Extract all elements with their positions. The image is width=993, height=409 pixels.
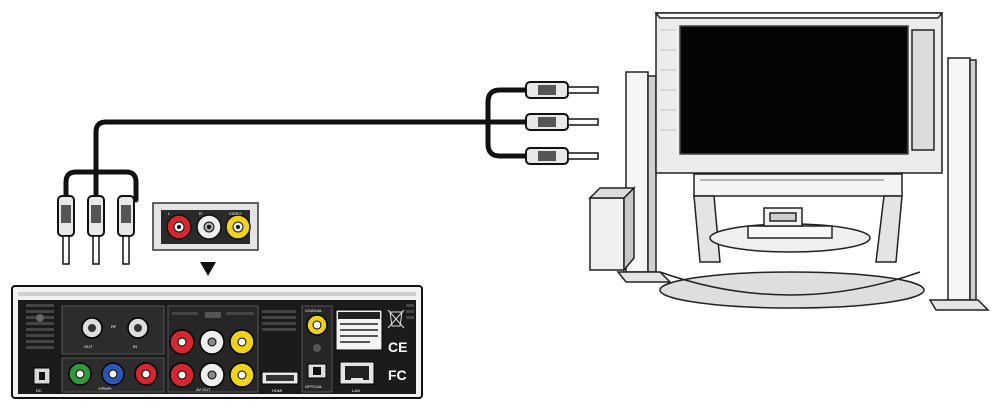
- media-player-back-panel: DC RF OUT IN Y/Pb/Pr: [11, 285, 423, 399]
- rca-plug-right-3: [525, 147, 599, 165]
- jack-callout: L R VIDEO: [152, 202, 259, 251]
- svg-text:VIDEO: VIDEO: [229, 211, 241, 216]
- rf-block: [61, 305, 165, 355]
- dvd-player: [747, 225, 833, 239]
- cable-main-run: [93, 119, 491, 228]
- vent-mid: [172, 312, 254, 315]
- ce-mark-icon: CE: [388, 339, 407, 355]
- rf-label: RF: [111, 324, 117, 329]
- vent-grille-right: [406, 304, 414, 319]
- svg-text:IN: IN: [133, 344, 137, 349]
- av-cable: [63, 87, 533, 228]
- tv-screen: [679, 25, 909, 155]
- rca-plug-right-2: [525, 113, 599, 131]
- down-triangle-icon: [200, 262, 216, 276]
- rca-plug-right-1: [525, 81, 599, 99]
- cable-left-branch: [63, 169, 139, 203]
- tv-stand: [659, 173, 925, 309]
- vent-right-top: [262, 310, 296, 331]
- av-out-label: AV OUT: [196, 387, 211, 392]
- rca-plug-left-2: [87, 195, 105, 265]
- weee-bin-icon: [387, 309, 405, 329]
- right-tower-speaker: [928, 57, 990, 311]
- cable-fan-top: [485, 87, 533, 125]
- fc-mark-icon: FC: [388, 367, 407, 383]
- hdmi-label: HDMI: [272, 388, 282, 393]
- svg-text:DC: DC: [36, 388, 42, 393]
- subwoofer: [588, 186, 636, 273]
- rca-plug-left-1: [57, 195, 75, 265]
- lan-label: LAN: [352, 388, 360, 393]
- cable-fan-bot: [485, 119, 533, 159]
- coaxial-label: COAXIAL: [305, 308, 323, 313]
- ypbpr-label: Y/Pb/Pr: [98, 386, 112, 391]
- rca-plug-left-3: [117, 195, 135, 265]
- flat-panel-tv: [654, 12, 944, 174]
- svg-text:R: R: [199, 211, 202, 216]
- svg-text:OUT: OUT: [84, 344, 93, 349]
- svg-text:L: L: [168, 211, 171, 216]
- optical-label: OPTICAL: [305, 384, 323, 389]
